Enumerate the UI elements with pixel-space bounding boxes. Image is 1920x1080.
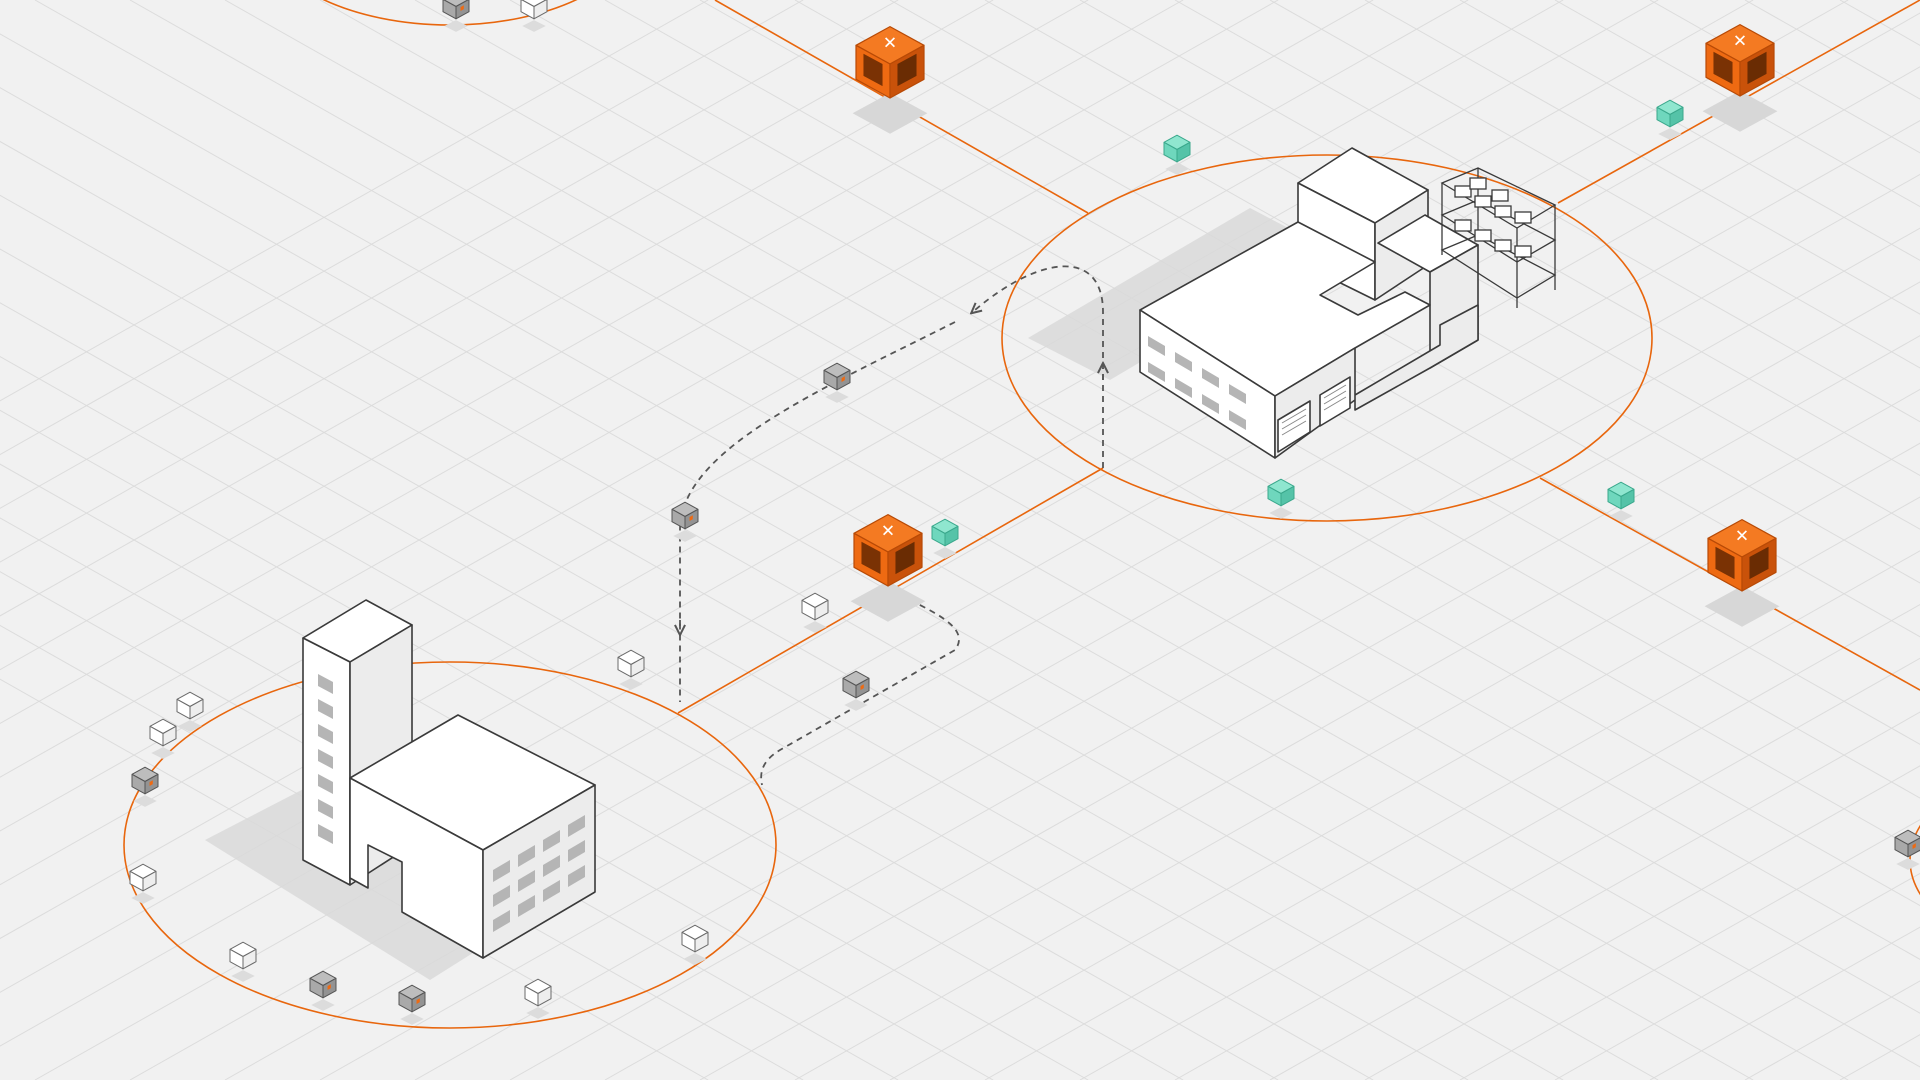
hub-cross-mark: ✕ (1735, 527, 1749, 547)
hub-cross-mark: ✕ (881, 522, 895, 542)
hub-cross-mark: ✕ (1733, 32, 1747, 52)
white-parcel-icon (617, 649, 645, 690)
dashed-route-hub-to-factory (760, 599, 960, 786)
orange-hub-cube-icon: ✕ (850, 513, 926, 622)
orange-hub-cube-icon: ✕ (1702, 24, 1778, 132)
gray-parcel-icon (442, 0, 470, 32)
white-parcel-icon (176, 691, 204, 732)
storage-rack-icon (1440, 167, 1557, 308)
gray-parcel-icon (823, 362, 851, 403)
teal-parcel-icon (1656, 99, 1684, 140)
gray-parcel-icon (671, 501, 699, 542)
dashed-route-factory-to-warehouse-up (975, 265, 1104, 468)
warehouse-service-ring (1001, 154, 1653, 522)
warehouse-windows (1148, 336, 1246, 430)
warehouse-icon (1139, 147, 1479, 459)
white-parcel-icon (801, 592, 829, 633)
factory-service-ring (123, 661, 777, 1029)
factory-tower-windows (318, 674, 333, 844)
warehouse-loading-doors (1277, 376, 1351, 453)
teal-parcel-icon (931, 518, 959, 559)
white-parcel-icon (520, 0, 548, 32)
white-parcel-icon (149, 718, 177, 759)
dashed-route-warehouse-to-factory-down (679, 321, 956, 702)
white-parcel-icon (129, 863, 157, 904)
white-parcel-icon (681, 924, 709, 965)
factory-icon (302, 599, 596, 959)
parcels-and-hubs: ✕ ✕ ✕ ✕ (129, 0, 1920, 1025)
hub-cross-mark: ✕ (883, 34, 897, 54)
teal-parcel-icon (1607, 481, 1635, 522)
teal-parcel-icon (1267, 478, 1295, 519)
gray-parcel-icon (398, 984, 426, 1025)
gray-parcel-icon (842, 670, 870, 711)
gray-parcel-icon (1894, 829, 1920, 870)
factory-block-windows (493, 815, 585, 932)
gray-parcel-icon (131, 766, 159, 807)
orange-hub-cube-icon: ✕ (852, 26, 928, 134)
white-parcel-icon (229, 941, 257, 982)
white-parcel-icon (524, 978, 552, 1019)
orange-hub-cube-icon: ✕ (1704, 518, 1780, 627)
gray-parcel-icon (309, 970, 337, 1011)
teal-parcel-icon (1163, 134, 1191, 175)
factory-block-right (482, 784, 596, 959)
